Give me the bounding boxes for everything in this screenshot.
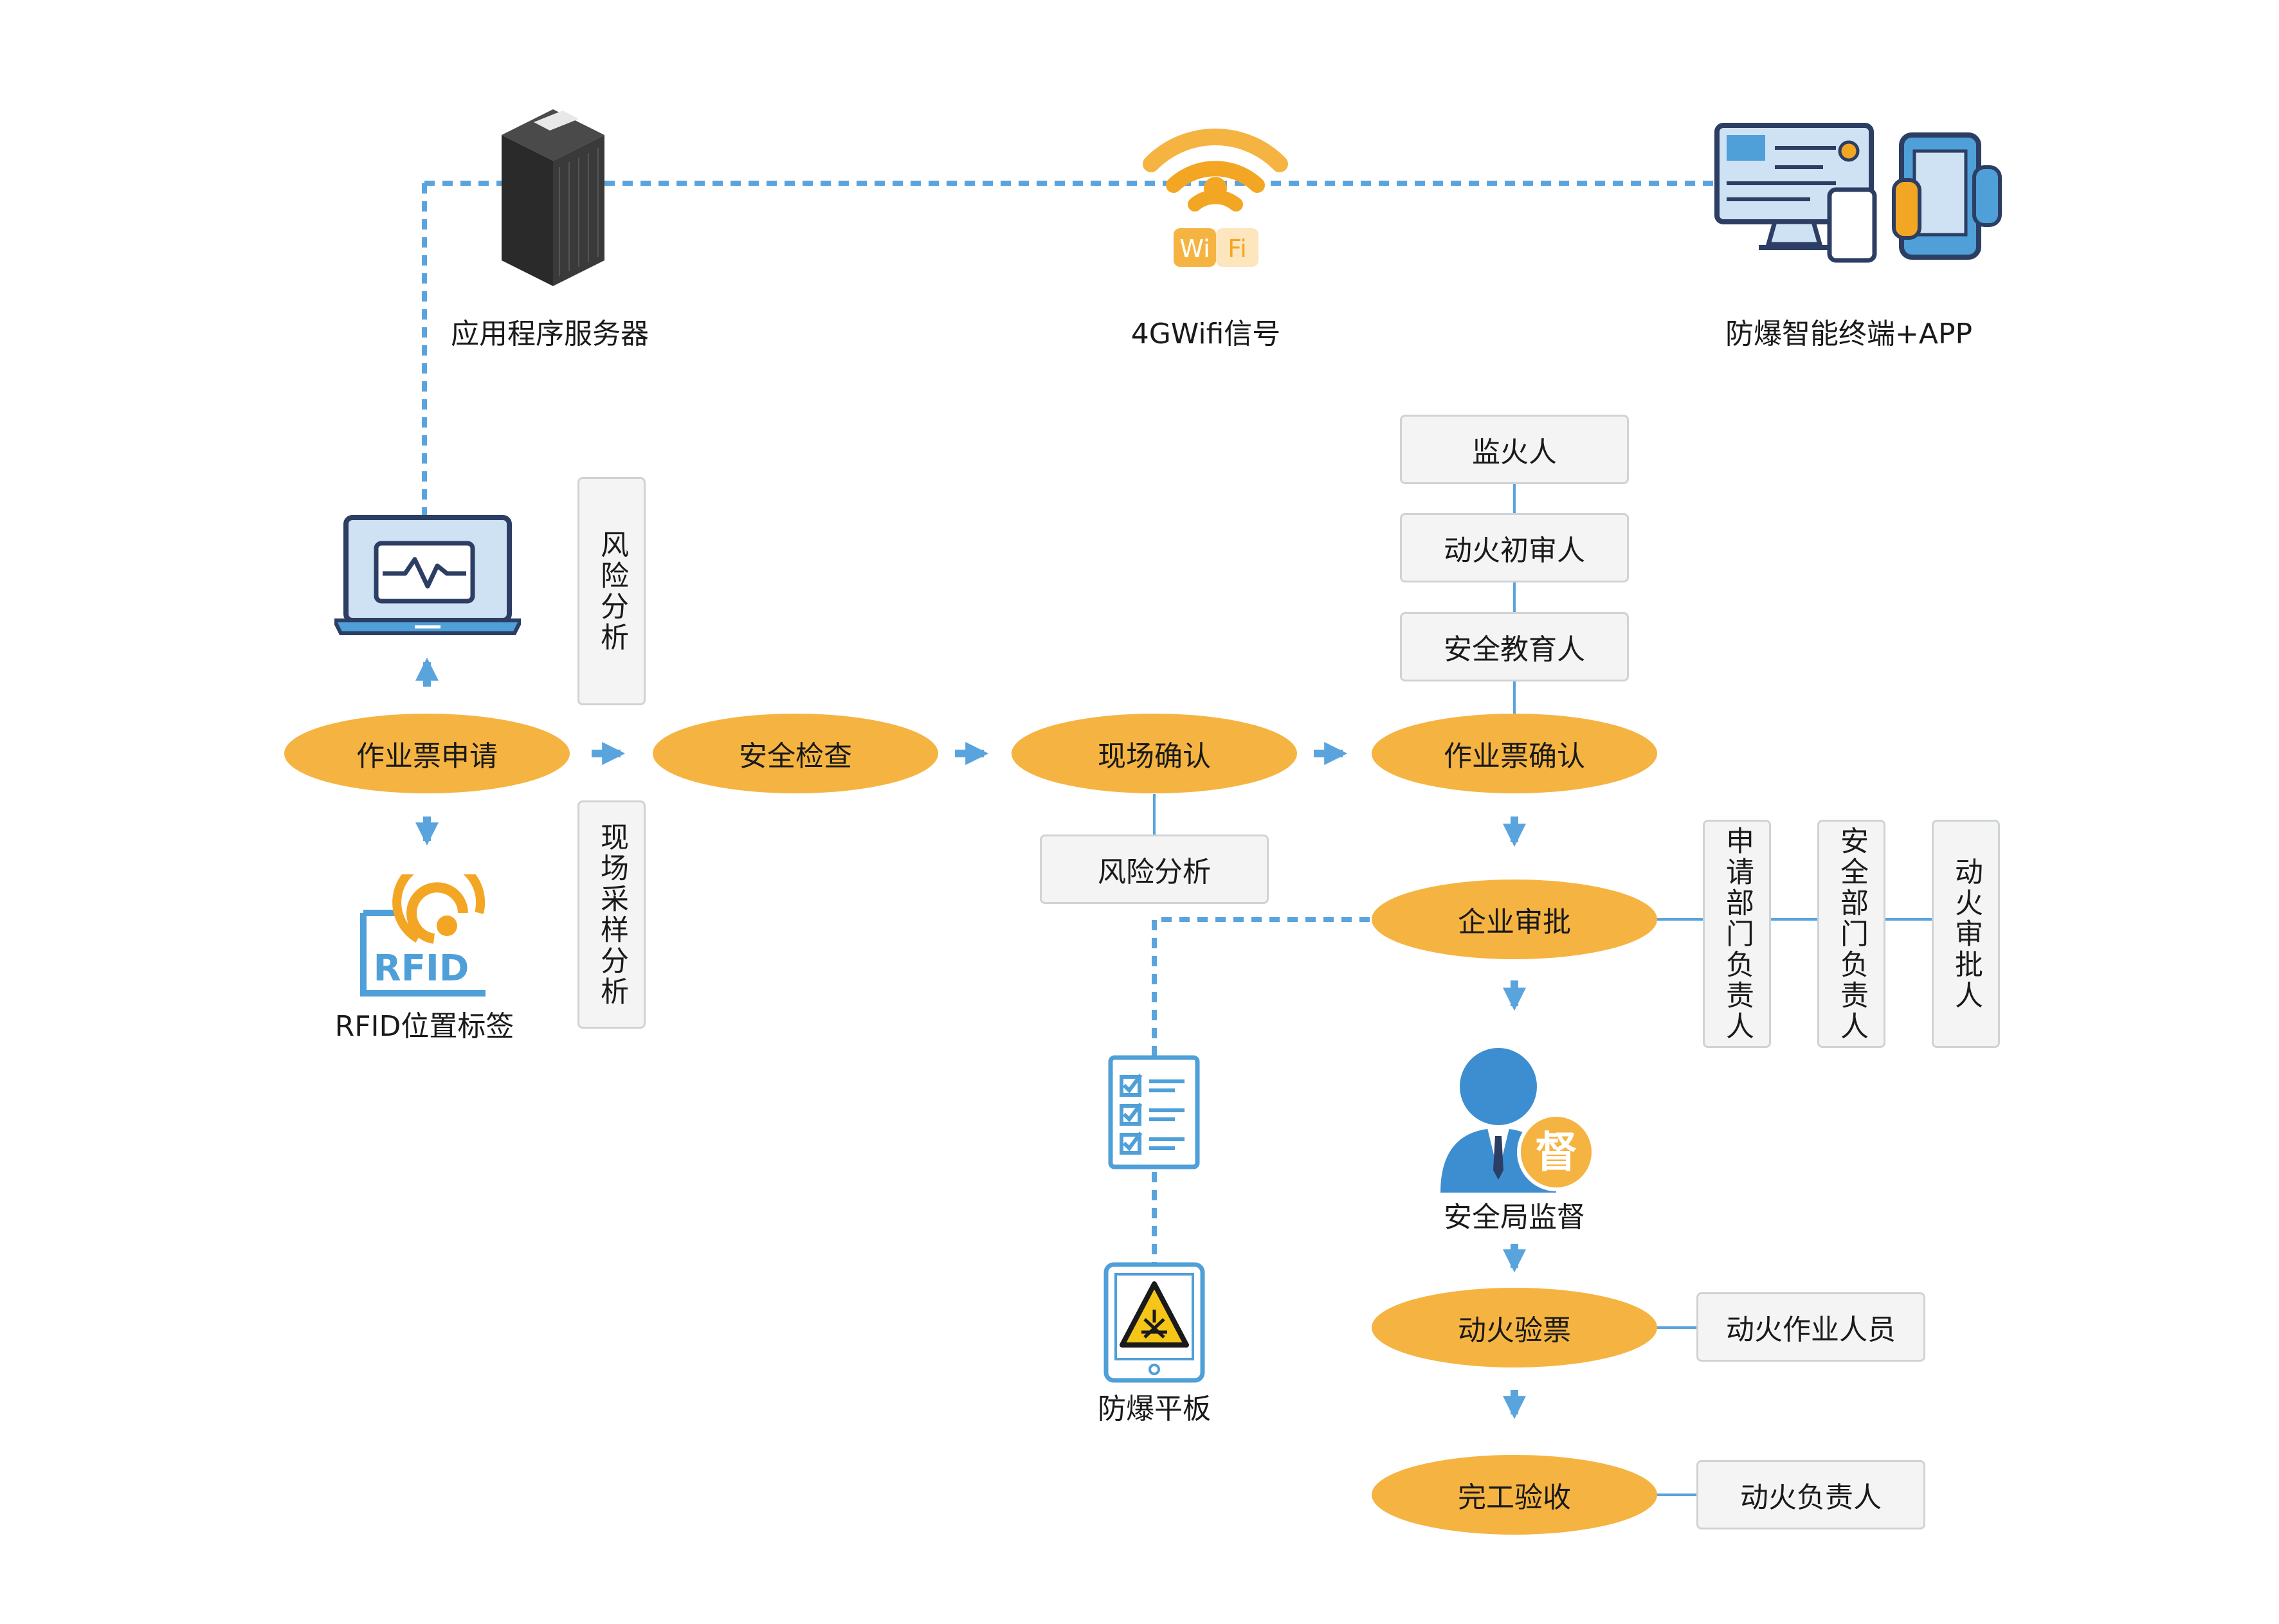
role-fire-approver: 动火审批人 [1932,820,2000,1048]
terminal-devices-icon [1714,123,2002,263]
role-safety-dept-head: 安全部门负责人 [1817,820,1885,1048]
wifi-badge-right: Fi [1228,235,1247,263]
role-fire-workers: 动火作业人员 [1696,1292,1925,1362]
explosion-proof-tablet-icon [1103,1262,1205,1383]
role-first-reviewer: 动火初审人 [1400,513,1629,582]
rfid-label: RFID位置标签 [334,1010,514,1043]
step-site-confirm[interactable]: 现场确认 [1012,714,1297,793]
step-enterprise-approve[interactable]: 企业审批 [1372,880,1657,959]
tablet-label: 防爆平板 [1098,1393,1211,1425]
step-ticket-confirm[interactable]: 作业票确认 [1372,714,1657,793]
step-safety-check[interactable]: 安全检查 [653,714,938,793]
role-fire-leader: 动火负责人 [1696,1460,1925,1529]
rfid-text: RFID [374,948,469,989]
checklist-icon [1108,1055,1200,1169]
risk-analysis-box-horizontal: 风险分析 [1040,835,1269,904]
supervision-label: 安全局监督 [1444,1201,1585,1234]
terminal-label: 防爆智能终端+APP [1725,318,1973,350]
rfid-tag-icon: RFID [360,874,486,997]
role-apply-dept-head: 申请部门负责人 [1703,820,1771,1048]
wifi-badge-left: Wi [1179,235,1210,263]
role-fire-watcher: 监火人 [1400,415,1629,484]
supervision-badge: 督 [1535,1128,1577,1177]
step-ticket-apply[interactable]: 作业票申请 [284,714,570,793]
supervisor-person-icon: 督 [1440,1048,1592,1193]
role-safety-educator: 安全教育人 [1400,612,1629,681]
server-label: 应用程序服务器 [451,318,649,350]
step-completion-acceptance[interactable]: 完工验收 [1372,1455,1657,1535]
laptop-monitor-icon [334,515,521,635]
risk-analysis-box: 风险分析 [577,477,646,705]
site-sampling-analysis-box: 现场采样分析 [577,800,646,1029]
wifi-icon: Wi Fi [1143,129,1288,267]
wifi-label: 4GWifi信号 [1130,318,1281,350]
step-fire-ticket-check[interactable]: 动火验票 [1372,1288,1657,1367]
server-icon [502,109,604,286]
